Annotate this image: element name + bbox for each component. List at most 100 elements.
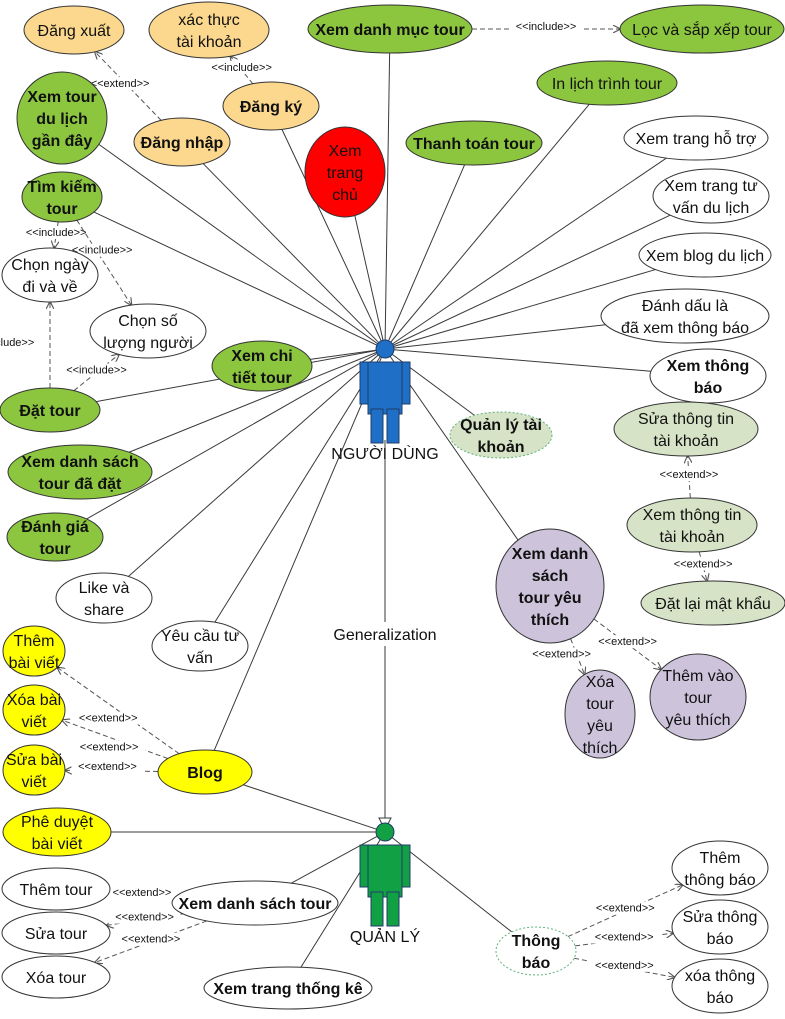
actor-leg-right	[386, 408, 400, 444]
use-case-ellipse	[157, 749, 253, 795]
extend-label: <<extend>>	[596, 903, 655, 915]
use-case-label: Xem trang tư	[664, 178, 758, 195]
association-lines	[86, 52, 671, 968]
association-line	[98, 143, 386, 350]
use-case-ellipse	[671, 840, 769, 896]
use-case-ellipse	[626, 497, 758, 553]
use-case-ellipse	[449, 411, 553, 459]
use-case-label: Blog	[187, 765, 223, 782]
include-label: <<include>>	[516, 21, 577, 33]
association-line	[290, 831, 386, 884]
association-line	[354, 215, 386, 350]
association-line	[384, 269, 656, 350]
use-case-ellipse	[1, 247, 99, 303]
use-case-blog-du-lich: Xem blog du lịch	[638, 232, 772, 278]
extend-label: <<extend>>	[122, 934, 181, 946]
use-case-label: Đặt tour	[19, 403, 80, 420]
use-case-thanh-toan: Thanh toán tour	[405, 120, 543, 166]
use-case-label: khoản	[477, 439, 524, 456]
use-case-dang-xuat: Đăng xuất	[23, 5, 125, 55]
use-case-label: Quản lý tài	[460, 417, 542, 434]
use-case-label: Xem trang thống kê	[213, 981, 362, 998]
use-case-label: Yêu cầu tư	[161, 628, 240, 645]
use-case-label: Đăng xuất	[38, 23, 111, 40]
use-case-label: tour đã đặt	[39, 476, 122, 493]
actors: NGƯỜI DÙNG QUẢN LÝ	[331, 339, 439, 946]
use-case-yeu-cau-tu-van: Yêu cầu tư vấn	[151, 620, 249, 672]
actor-leg-right	[386, 891, 400, 927]
use-case-label: In lịch trình tour	[552, 76, 663, 93]
use-case-ellipse	[652, 168, 770, 224]
use-case-ellipse	[23, 5, 125, 55]
use-case-label: yêu thích	[666, 712, 731, 729]
include-label: <<include>>	[26, 227, 87, 239]
actor-label: NGƯỜI DÙNG	[331, 444, 438, 463]
use-case-label: xác thực	[178, 12, 239, 29]
actor-leg-left	[370, 408, 384, 444]
use-case-ellipse	[1, 955, 111, 999]
use-case-label: Xem thông	[667, 358, 750, 375]
use-case-label: tour	[46, 201, 77, 218]
use-case-xoa-bai: Xóa bài viết	[2, 684, 66, 736]
association-line	[214, 348, 386, 623]
association-line	[86, 348, 386, 520]
use-case-label: Xóa bài	[7, 692, 61, 709]
use-case-ellipse	[405, 120, 543, 166]
use-case-label: vấn	[187, 650, 213, 667]
use-case-label: bài viết	[32, 836, 83, 853]
use-case-label: bài viết	[9, 655, 60, 672]
use-case-label: Đánh giá	[21, 519, 89, 536]
use-case-ellipse	[151, 620, 249, 672]
use-case-label: viết	[22, 714, 47, 731]
use-case-dang-ky: Đăng ký	[222, 81, 320, 131]
use-case-ellipse	[619, 4, 785, 54]
use-case-label: gần đây	[32, 133, 93, 150]
association-line	[384, 157, 667, 350]
extend-arrow	[57, 667, 180, 755]
use-case-label: Thêm tour	[20, 882, 94, 899]
use-case-dang-nhap: Đăng nhập	[133, 117, 231, 167]
actor-user: NGƯỜI DÙNG	[331, 339, 439, 463]
extend-arrow	[567, 885, 683, 938]
actor-head	[375, 822, 395, 842]
extend-label: <<extend>>	[115, 912, 174, 924]
association-line	[310, 348, 386, 360]
actor-admin: QUẢN LÝ	[350, 822, 420, 946]
use-case-label: Đăng ký	[240, 99, 302, 116]
extend-label: <<extend>>	[674, 558, 733, 570]
use-case-label: Xem danh sách tour	[179, 896, 332, 913]
use-case-label: Thanh toán tour	[413, 136, 535, 153]
use-case-label: Xem thông tin	[643, 507, 742, 524]
extend-arrow	[688, 456, 691, 499]
use-case-thong-ke: Xem trang thống kê	[203, 966, 373, 1010]
actor-arm-right	[401, 844, 411, 888]
use-case-ellipse	[638, 232, 772, 278]
use-case-label: Xem danh	[512, 546, 588, 563]
use-case-label: Like và	[79, 580, 130, 597]
use-case-label: Đăng nhập	[141, 135, 224, 152]
use-case-ellipse	[495, 926, 577, 976]
use-case-sua-tour: Sửa tour	[1, 911, 111, 955]
actor-arm-left	[359, 844, 369, 888]
use-case-label: Xem chi	[231, 348, 292, 365]
use-case-xem-danh-muc: Xem danh mục tour	[307, 4, 473, 54]
association-line	[384, 164, 466, 350]
use-case-label: Thông	[512, 933, 561, 950]
use-case-label: tour	[684, 690, 712, 707]
use-case-label: viết	[22, 774, 47, 791]
